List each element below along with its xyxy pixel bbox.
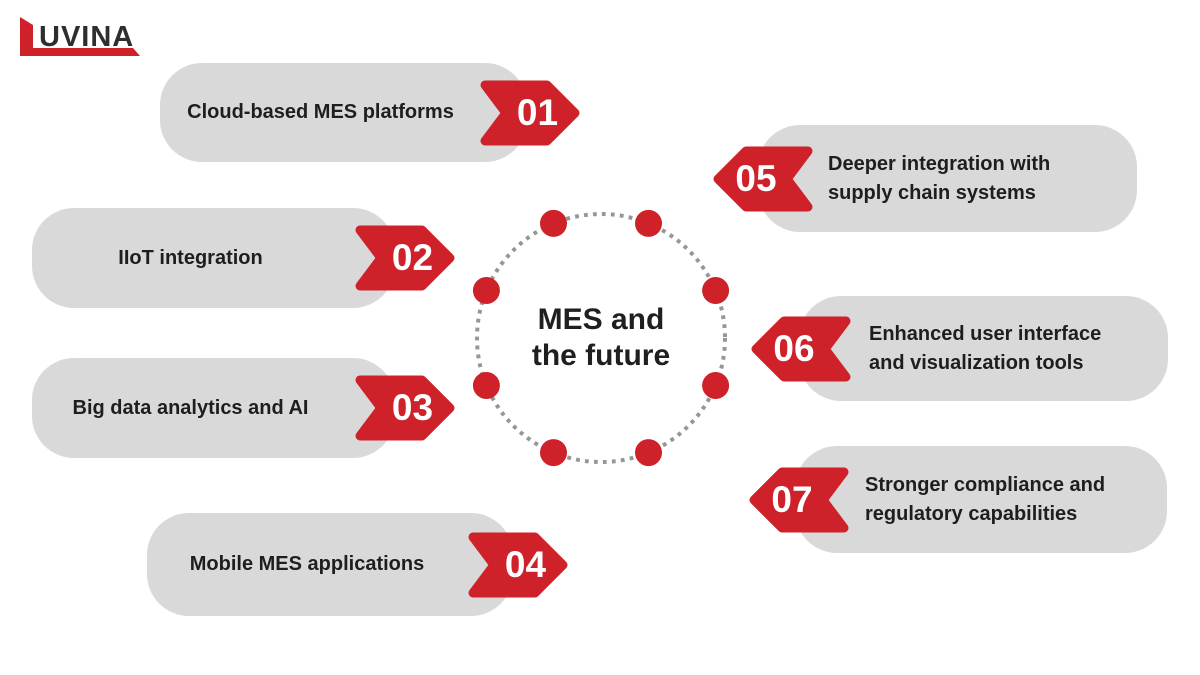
topic-item-04: Mobile MES applications 04 xyxy=(147,513,568,616)
topic-label: IIoT integration xyxy=(32,208,395,308)
dotted-ring xyxy=(475,212,727,464)
topic-label: Deeper integration with supply chain sys… xyxy=(758,125,1137,232)
topic-label: Stronger compliance and regulatory capab… xyxy=(795,446,1167,553)
topic-badge-01: 01 xyxy=(480,80,581,146)
topic-badge-03: 03 xyxy=(355,375,456,441)
arrow-right-badge-icon xyxy=(355,225,455,291)
center-title-line1: MES and xyxy=(537,303,665,336)
topic-label: Enhanced user interface and visualizatio… xyxy=(799,296,1168,401)
topic-number: 06 xyxy=(773,327,815,369)
topic-label-line2: supply chain systems xyxy=(828,181,1036,204)
topic-label: Mobile MES applications xyxy=(147,513,513,616)
topic-badge-04: 04 xyxy=(468,532,569,598)
topic-badge-06: 06 xyxy=(750,316,851,382)
topic-label: Big data analytics and AI xyxy=(32,358,395,458)
center-title-line2: the future xyxy=(531,339,671,372)
topic-label-line1: Enhanced user interface xyxy=(869,322,1102,345)
topic-label-line2: regulatory capabilities xyxy=(865,502,1078,525)
arrow-right-badge-icon xyxy=(468,532,568,597)
arrow-left-badge-icon xyxy=(751,316,851,381)
topic-number: 07 xyxy=(771,478,813,520)
luvina-logo: UVINA xyxy=(12,8,160,70)
circle-dot xyxy=(702,277,730,304)
topic-label-line1: Stronger compliance and xyxy=(865,473,1106,496)
topic-label: Cloud-based MES platforms xyxy=(160,63,527,162)
topic-badge-02: 02 xyxy=(355,225,456,291)
topic-item-05: Deeper integration with supply chain sys… xyxy=(713,125,1137,232)
arrow-left-badge-icon xyxy=(749,467,849,532)
topic-number: 03 xyxy=(391,387,434,428)
topic-item-07: Stronger compliance and regulatory capab… xyxy=(749,446,1167,553)
arrow-right-badge-icon xyxy=(355,375,455,441)
center-title: MES and the future xyxy=(461,198,741,478)
topic-number: 05 xyxy=(735,157,777,199)
topic-number: 04 xyxy=(504,543,547,585)
circle-dot xyxy=(540,209,567,237)
logo-l-mark-icon xyxy=(20,17,140,56)
circle-dot xyxy=(540,439,567,467)
circle-dot xyxy=(635,209,662,237)
dotted-circle-icon xyxy=(472,209,730,467)
topic-item-01: Cloud-based MES platforms 01 xyxy=(160,63,580,162)
topic-number: 01 xyxy=(516,91,559,133)
circle-dot xyxy=(702,372,730,399)
topic-label-line1: Deeper integration with xyxy=(828,152,1051,175)
topic-item-06: Enhanced user interface and visualizatio… xyxy=(751,296,1168,401)
center-circle: MES and the future xyxy=(461,198,741,478)
circle-dot xyxy=(472,277,500,304)
arrow-right-badge-icon xyxy=(480,80,580,145)
circle-dot xyxy=(635,439,662,467)
arrow-left-badge-icon xyxy=(713,146,813,211)
topic-item-02: IIoT integration 02 xyxy=(32,208,455,308)
logo-wordmark: UVINA xyxy=(39,21,135,53)
topic-badge-05: 05 xyxy=(712,146,813,212)
topic-badge-07: 07 xyxy=(748,467,849,533)
topic-number: 02 xyxy=(391,237,434,278)
topic-item-03: Big data analytics and AI 03 xyxy=(32,358,455,458)
circle-dot xyxy=(472,372,500,399)
topic-label-line2: and visualization tools xyxy=(869,351,1084,374)
